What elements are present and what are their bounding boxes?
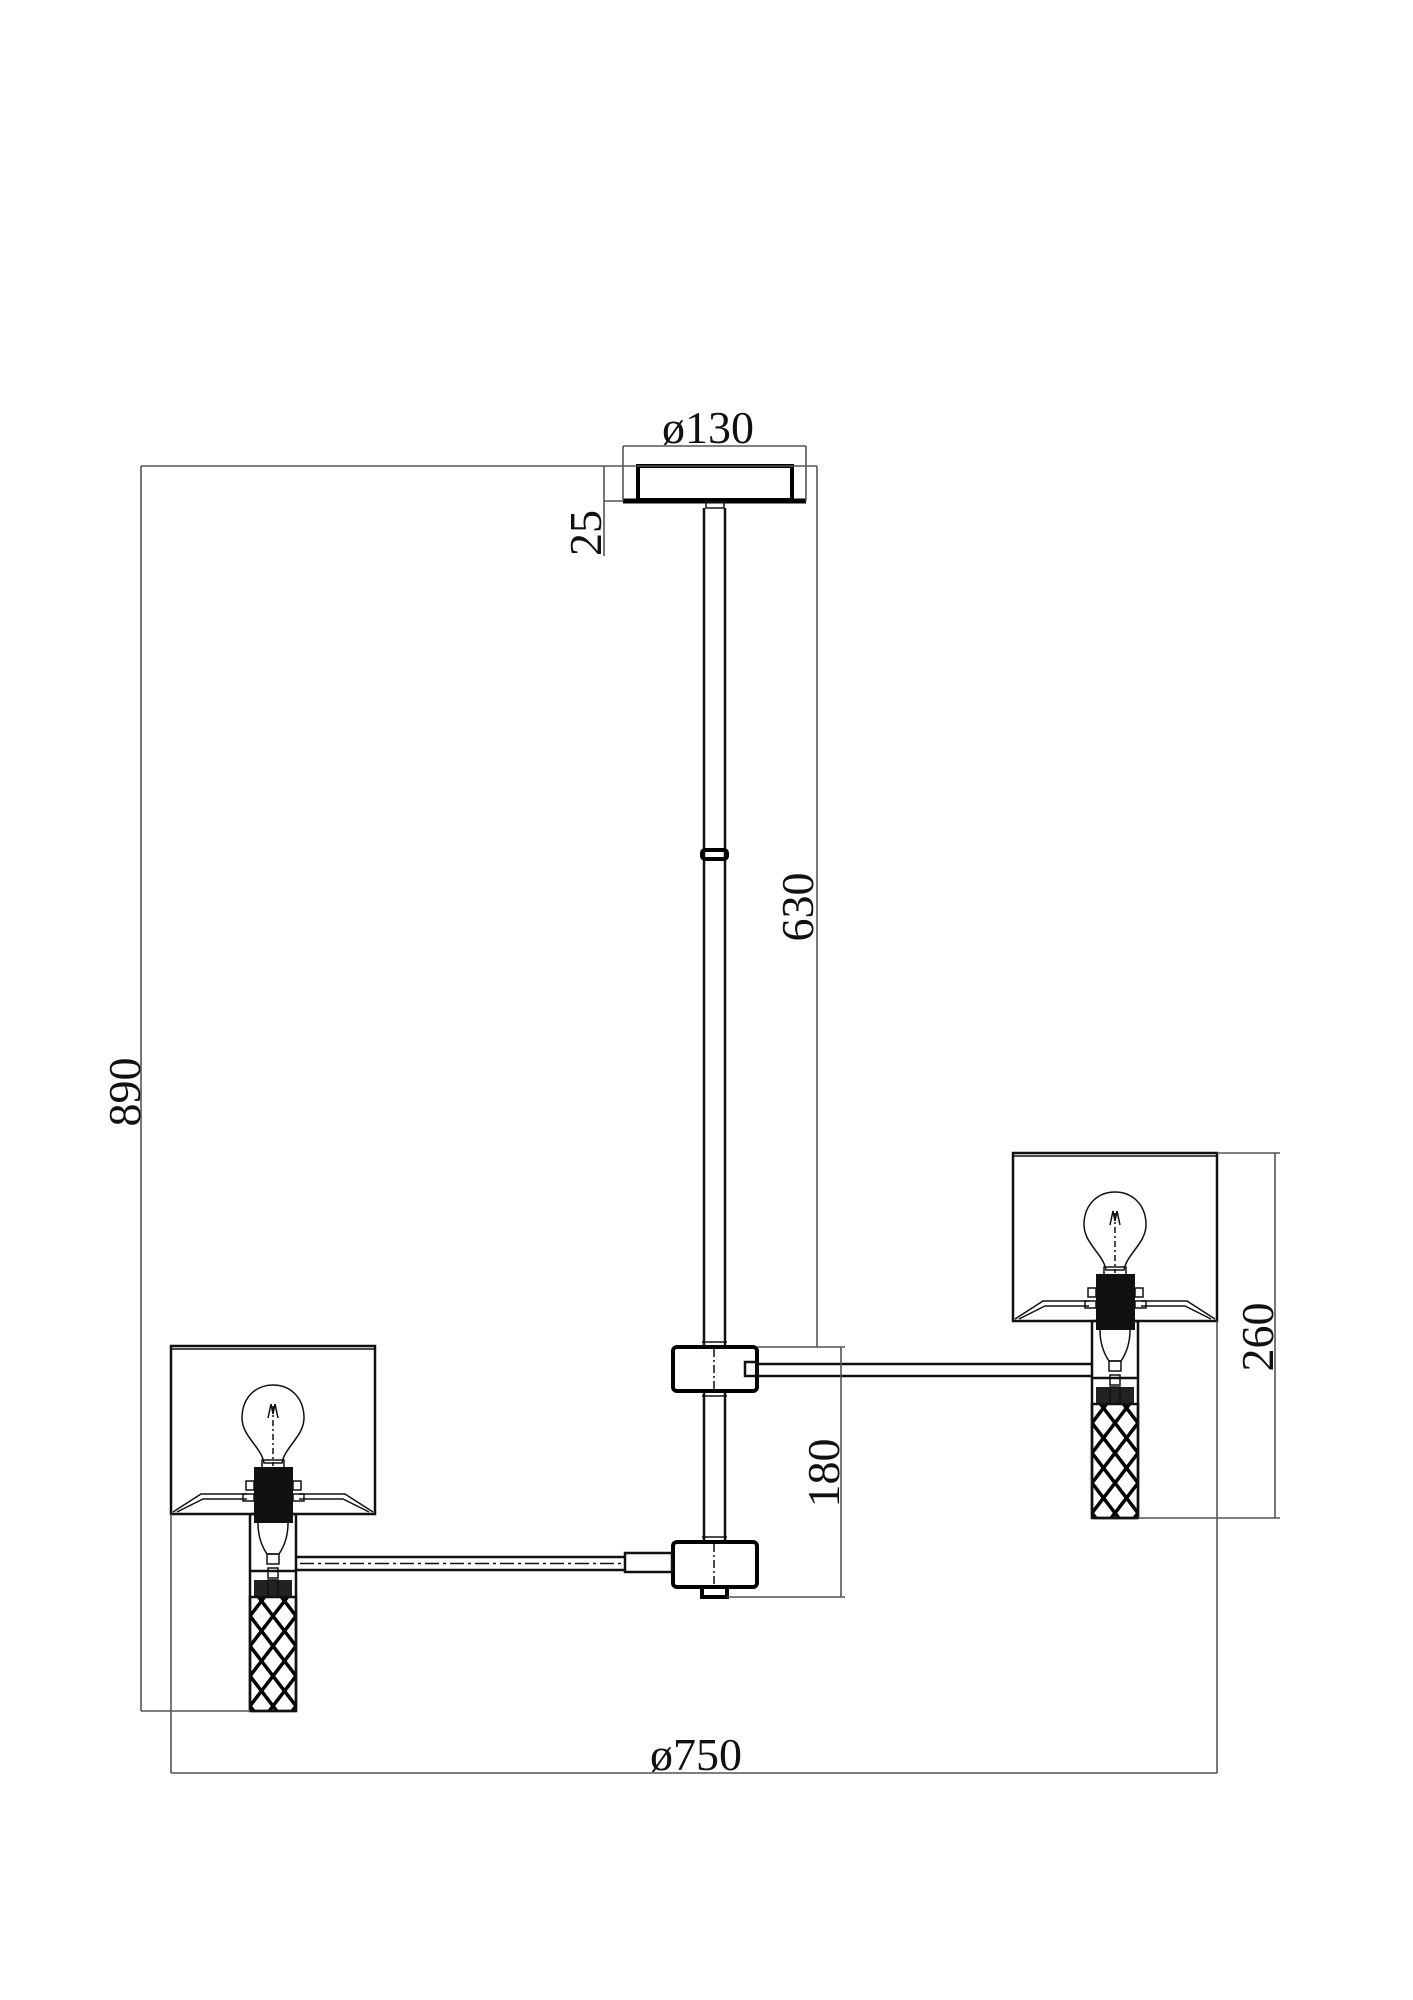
canopy-diameter-label: ø130 [662, 402, 754, 453]
right-arm [757, 1362, 1093, 1378]
rod-length-label: 630 [772, 873, 823, 942]
left-arm [296, 1551, 674, 1574]
total-height-label: 890 [99, 1058, 150, 1127]
upper-hub [671, 1345, 759, 1393]
suspension-rod [700, 508, 729, 1542]
overall-diameter-label: ø750 [650, 1729, 742, 1780]
lower-hub [671, 1540, 759, 1599]
left-lamp-shade-bulb [169, 1344, 377, 1713]
dimension-lines [140, 445, 1280, 1774]
arm-spacing-label: 180 [798, 1439, 849, 1508]
right-lamp-shade-bulb [1011, 1151, 1219, 1520]
canopy-height-label: 25 [560, 510, 611, 556]
ceiling-canopy [623, 464, 806, 509]
shade-height-label: 260 [1232, 1303, 1283, 1372]
